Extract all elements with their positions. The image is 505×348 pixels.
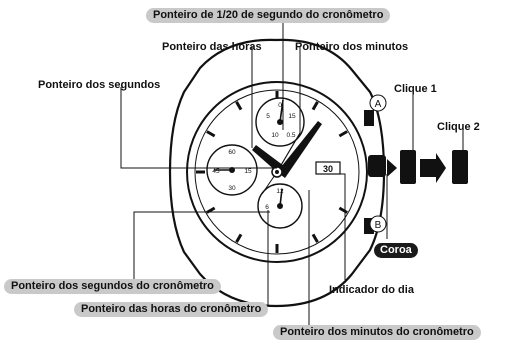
label-chrono-seconds: Ponteiro dos segundos do cronômetro: [4, 279, 221, 294]
crown-icon[interactable]: [368, 155, 386, 177]
subdial-bottom-num-1: 12: [276, 188, 284, 195]
subdial-left-num-3: 15: [244, 168, 252, 175]
hour-index: [338, 206, 348, 214]
label-hour-hand: Ponteiro das horas: [162, 41, 262, 53]
button-b-label: B: [369, 215, 387, 233]
day-value: 30: [323, 164, 333, 174]
subdial-top-num-1: 5: [266, 113, 270, 120]
minute-hand: [277, 121, 322, 178]
subdial-top-num-3: 10: [271, 132, 279, 139]
pusher-b[interactable]: [364, 218, 374, 234]
hour-index: [235, 233, 243, 243]
svg-text:B: B: [375, 220, 382, 231]
label-click1: Clique 1: [394, 83, 437, 95]
pusher-a[interactable]: [364, 110, 374, 126]
chrono-twentieth-hand: [276, 132, 301, 173]
subdial-bottom: [257, 183, 303, 229]
svg-text:A: A: [375, 99, 382, 110]
subdial-top-num-2: 15: [288, 113, 296, 120]
hour-index: [311, 233, 319, 243]
leader-lines: [120, 22, 464, 328]
subdial-left-num-0: 60: [228, 149, 236, 156]
label-crown: Coroa: [374, 243, 418, 258]
hour-index: [206, 130, 216, 138]
subdial-top-num-4: 0.5: [286, 132, 295, 139]
crown-click1-icon: [400, 150, 416, 184]
subdial-left-num-1: 30: [228, 185, 236, 192]
hour-index: [311, 101, 319, 111]
label-click2: Clique 2: [437, 121, 480, 133]
hour-hand: [252, 145, 284, 172]
subdial-bottom-num-0: 6: [265, 204, 269, 211]
arrow-right-icon: [420, 153, 446, 183]
button-a-label: A: [369, 94, 387, 112]
subdial-left: [206, 144, 258, 196]
label-day-indicator: Indicador do dia: [329, 284, 414, 296]
subdial-top: [255, 97, 305, 147]
hour-index: [235, 101, 243, 111]
label-chrono-minutes: Ponteiro dos minutos do cronômetro: [273, 325, 481, 340]
subdial-left-num-2: 45: [212, 168, 220, 175]
label-chrono-twentieth: Ponteiro de 1/20 de segundo do cronômetr…: [146, 8, 391, 23]
main-hands: [252, 121, 322, 195]
label-minute-hand: Ponteiro dos minutos: [295, 41, 409, 53]
arrow-icon: [387, 159, 397, 177]
label-chrono-hours: Ponteiro das horas do cronômetro: [74, 302, 269, 317]
crown-click2-icon: [452, 150, 468, 184]
subdial-top-num-0: 0: [278, 102, 282, 109]
hour-index: [338, 130, 348, 138]
label-second-hand: Ponteiro dos segundos: [38, 79, 161, 91]
